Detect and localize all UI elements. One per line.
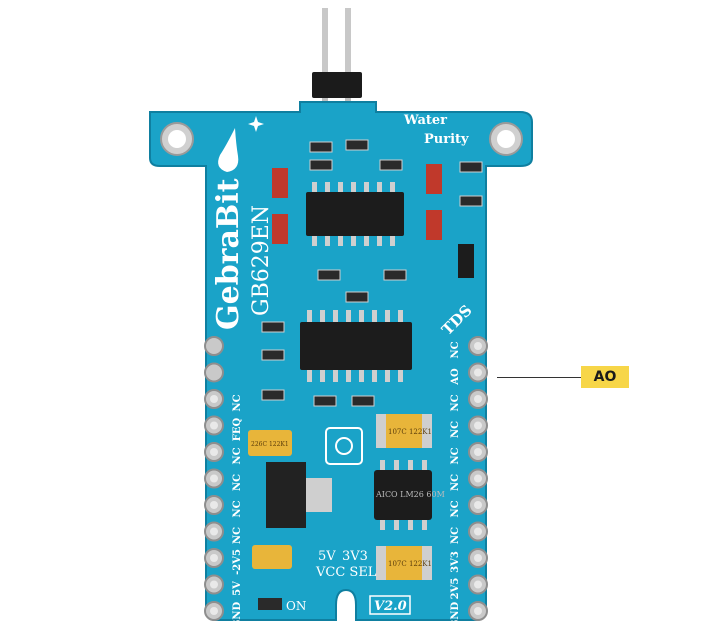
right-pin-label: GND bbox=[450, 601, 461, 628]
right-pin-hole bbox=[474, 501, 482, 509]
left-pin-hole bbox=[210, 527, 218, 536]
ic-chip-lm26: AICO LM26 60M bbox=[374, 460, 445, 530]
cap-2-marking: 107C 122K1 bbox=[388, 560, 432, 568]
diode-4 bbox=[426, 210, 442, 240]
title-purity: Purity bbox=[424, 132, 469, 147]
left-pin-hole bbox=[210, 395, 218, 403]
left-pin-label: 5V bbox=[232, 581, 243, 596]
right-pin-hole bbox=[474, 448, 482, 456]
left-pin-pad bbox=[204, 336, 224, 356]
tantalum-cap-1: 107C 122K1 bbox=[376, 414, 432, 448]
header-pins bbox=[312, 8, 362, 108]
left-pin-label: FEQ bbox=[232, 417, 243, 441]
left-pin-pad bbox=[204, 362, 224, 383]
voltage-regulator bbox=[266, 462, 332, 528]
left-pin-hole bbox=[210, 501, 218, 509]
vcc-opt-3v3: 3V3 bbox=[342, 549, 368, 564]
left-pin-hole bbox=[210, 554, 218, 562]
left-pin-label: NC bbox=[232, 447, 243, 464]
right-pin-hole bbox=[474, 527, 482, 536]
model-text: GB629EN bbox=[249, 205, 274, 316]
right-pin-label: NC bbox=[450, 447, 461, 464]
power-on-label: ON bbox=[286, 599, 306, 613]
title-water: Water bbox=[403, 113, 447, 128]
right-pin-label: 2V5 bbox=[450, 578, 461, 600]
cap-1-marking: 107C 122K1 bbox=[388, 428, 432, 436]
left-pin-header: NC FEQ NC NC NC NC -2V5 5V GND bbox=[204, 336, 243, 628]
vcc-sel-caption: VCC SEL bbox=[315, 565, 377, 580]
left-pin-hole bbox=[210, 421, 218, 430]
water-drop-logo bbox=[218, 128, 239, 172]
right-pin-hole bbox=[474, 368, 482, 377]
right-pin-label: NC bbox=[450, 527, 461, 544]
ic-chip-2 bbox=[300, 310, 412, 382]
right-pin-hole bbox=[474, 421, 482, 430]
version-label: V2.0 bbox=[374, 599, 407, 614]
right-pin-label: NC bbox=[450, 500, 461, 517]
right-pin-label: AO bbox=[450, 368, 461, 386]
diode-3 bbox=[426, 164, 442, 194]
tantalum-cap-3: 226C 122K1 bbox=[248, 430, 292, 456]
callout-label-ao: AO bbox=[581, 366, 629, 388]
left-pin-hole bbox=[210, 448, 218, 456]
left-pin-hole bbox=[210, 607, 218, 615]
right-pin-label: NC bbox=[450, 474, 461, 491]
chip-logo-graphic bbox=[325, 427, 363, 465]
left-pin-label: NC bbox=[232, 394, 243, 411]
right-pin-hole bbox=[474, 607, 482, 615]
diode-2 bbox=[272, 214, 288, 244]
right-pin-hole bbox=[474, 474, 482, 483]
tantalum-cap-4 bbox=[252, 545, 292, 569]
right-pin-label: NC bbox=[450, 394, 461, 411]
callout-pointer-line bbox=[497, 377, 581, 378]
smd-resistors bbox=[261, 139, 483, 407]
right-pin-hole bbox=[474, 395, 482, 403]
ic-chip-1 bbox=[306, 182, 404, 246]
left-pin-label: NC bbox=[232, 474, 243, 491]
ic-marking: AICO LM26 60M bbox=[375, 490, 445, 499]
left-pin-hole bbox=[210, 474, 218, 483]
diode-1 bbox=[272, 168, 288, 198]
right-pin-hole bbox=[474, 342, 482, 350]
brand-text: GebraBit bbox=[211, 178, 246, 330]
vcc-opt-5v: 5V bbox=[318, 549, 336, 564]
left-pin-label: GND bbox=[232, 601, 243, 628]
right-pin-hole bbox=[474, 554, 482, 562]
right-pin-label: NC bbox=[450, 341, 461, 358]
tantalum-cap-2: 107C 122K1 bbox=[376, 546, 432, 580]
right-pin-label: NC bbox=[450, 421, 461, 438]
left-pin-label: NC bbox=[232, 500, 243, 517]
transistor bbox=[458, 244, 474, 278]
left-pin-label: NC bbox=[232, 527, 243, 544]
left-pin-hole bbox=[210, 580, 218, 589]
cap-3-marking: 226C 122K1 bbox=[251, 441, 289, 448]
left-pin-label: -2V5 bbox=[232, 549, 243, 575]
right-pin-hole bbox=[474, 580, 482, 589]
right-pin-label: 3V3 bbox=[450, 551, 461, 573]
